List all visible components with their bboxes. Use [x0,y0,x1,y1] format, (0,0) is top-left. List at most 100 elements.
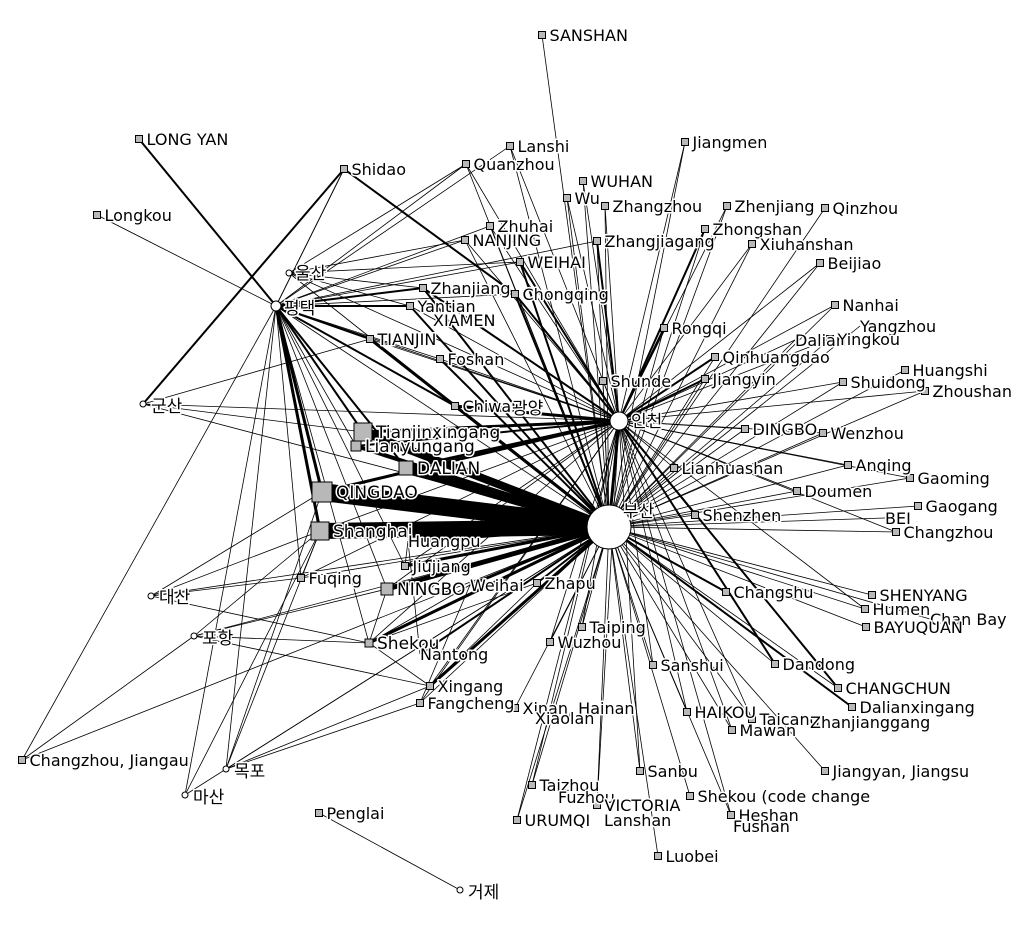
port-label-shunde: Shunde [611,372,672,391]
edge-85 [608,526,897,533]
hub-label-mokpo: 목포 [234,762,265,782]
edge-105 [596,526,610,806]
port-node-zhangzhou [601,202,609,210]
edge-81 [608,490,798,528]
port-label-chiwan: Chiwan [463,397,522,416]
edge-193 [150,595,370,644]
port-label-shenyang: SHENYANG [880,586,968,605]
port-label-haikou: HAIKOU [695,703,757,722]
edge-186 [288,272,424,289]
edge-184 [288,261,521,274]
port-label-zhuhai: Zhuhai [498,217,554,236]
edge-194 [193,530,321,637]
edge-138 [618,420,911,479]
port-node-wuzhou [546,638,554,646]
port-node-fuqing [297,574,305,582]
edge-177 [275,305,370,644]
edge-160 [409,305,620,422]
port-label-rongqi: Rongqi [672,319,727,338]
edge-30 [343,168,516,295]
port-label-xiuhanshan: Xiuhanshan [760,235,854,254]
edge-39 [422,287,620,422]
port-label-quanzhou: Quanzhou [474,155,555,174]
edge-78 [608,464,849,528]
port-node-changzhou [892,528,900,536]
hub-label-pyeongtaek: 평택 [284,299,315,319]
port-label-mawan: Mawan [740,721,797,740]
edge-27 [275,287,424,307]
port-label-zhapu: Zhapu [545,574,596,593]
port-label-shekou-code-change: Shekou (code change [698,787,871,806]
hub-node-gunsan [139,400,147,408]
port-label-huangpu: Huangpu [408,532,481,551]
port-label-anqing: Anqing [856,456,912,475]
edge-20 [274,305,324,493]
port-node-changchun [834,684,842,692]
port-node-penglai [315,809,323,817]
port-node-wuhan [579,177,587,185]
hub-node-pohang [190,632,198,640]
nodes-layer [18,31,929,894]
edge-203 [184,305,277,796]
port-label-yingkou: Yingkou [837,330,901,349]
edge-42 [618,356,716,422]
edge-173 [275,305,441,360]
edge-135 [618,420,824,434]
port-node-beijiao [816,259,824,267]
port-label-sanbu: Sanbu [648,762,698,781]
port-node-jiangmen [681,138,689,146]
edge-4 [386,524,610,592]
edge-201 [225,491,323,770]
edge-192 [150,577,302,597]
edge-183 [288,163,467,274]
edge-59 [489,225,610,528]
port-label-humen: Humen [873,600,931,619]
edge-74 [608,381,844,528]
edge-148 [618,420,733,731]
hub-node-incheon [609,411,629,431]
port-node-humen [861,605,869,613]
port-node-zhenjiang [723,202,731,210]
port-node-shunde [599,377,607,385]
edge-121 [566,197,620,422]
port-label-wuhan: WUHAN [591,172,653,191]
port-node-zhongshan [701,225,709,233]
port-node-weihai [516,258,524,266]
edge-140 [618,420,696,516]
edge-111 [142,403,610,528]
edge-190 [150,530,321,597]
port-node-lianhuashan [670,464,678,472]
port-node-mawan [728,726,736,734]
port-label-changshu: Changshu [734,583,814,602]
edge-214 [404,540,409,567]
edge-127 [618,262,821,422]
hub-label-pohang: 포항 [202,629,234,649]
edge-32 [454,404,620,423]
port-label-weihai: Weihai [470,576,524,595]
edge-16 [409,305,610,528]
edge-185 [288,239,466,274]
port-label-tianjinxingang: Tianjinxingang [375,423,500,443]
edge-51 [509,145,610,528]
edge-69 [608,338,831,528]
port-label-gaoming: Gaoming [918,469,990,488]
edge-46 [618,420,839,689]
port-label-wuzhou: Wuzhou [558,633,622,652]
port-label-zhongshan: Zhongshan [713,220,803,239]
edge-101 [608,526,641,772]
port-node-long-yan [135,135,143,143]
port-node-victoria [593,801,601,809]
edge-171 [275,261,521,307]
edge-176 [275,305,388,590]
port-label-tianjin: TIANJIN [377,330,437,349]
edge-205 [21,635,195,761]
hub-node-ulsan [285,269,293,277]
edge-113 [193,526,610,637]
edge-120 [582,180,620,422]
hub-label-ulsan: 울산 [295,264,327,284]
edge-75 [608,390,926,528]
port-node-jiangyan-jiangsu [821,767,829,775]
edge-65 [608,304,836,528]
